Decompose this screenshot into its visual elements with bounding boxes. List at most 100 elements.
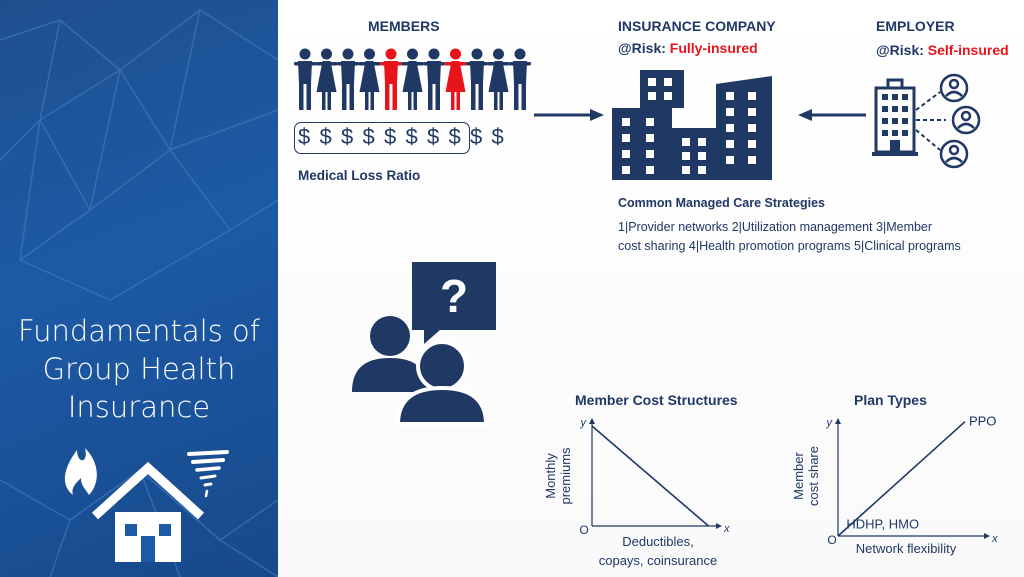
building-window <box>682 138 690 146</box>
chart2-annotation-hdhp-hmo: HDHP, HMO <box>846 516 919 531</box>
employer-connectors <box>915 91 946 151</box>
member-person-icon <box>487 48 510 110</box>
chart2-plan-types: y x O PPO HDHP, HMO Member cost share Ne… <box>791 414 998 556</box>
building-window <box>726 92 734 100</box>
dollar-symbol: $ <box>384 124 397 149</box>
people-icon <box>352 316 489 426</box>
chart1-x-arrow <box>716 523 722 529</box>
dollar-symbol: $ <box>362 124 375 149</box>
chart1-xlabel-line-1: Deductibles, <box>622 534 694 549</box>
building-window <box>664 78 672 86</box>
chart1-ylabel-line-1: Monthly <box>543 453 558 499</box>
building-window <box>622 134 630 142</box>
member-person-icon <box>423 48 445 110</box>
chart2-ylabel-line-2: cost share <box>806 446 821 506</box>
dollar-symbol: $ <box>491 124 504 149</box>
chart2-y-letter: y <box>826 417 834 429</box>
medical-loss-ratio-label: Medical Loss Ratio <box>298 168 421 183</box>
tornado-icon <box>187 450 229 498</box>
chart2-y-arrow <box>835 418 841 424</box>
building-window <box>646 150 654 158</box>
chart1-y-letter: y <box>580 417 588 429</box>
employer-risk-value: Self-insured <box>927 42 1009 58</box>
building-window <box>726 124 734 132</box>
building-window <box>698 152 706 160</box>
building-window <box>748 140 756 148</box>
building-window <box>698 138 706 146</box>
dollar-symbol: $ <box>319 124 332 149</box>
strategies-line-2: cost sharing 4|Health promotion programs… <box>618 239 961 253</box>
insurer-risk-value: Fully-insured <box>669 40 758 56</box>
building-window <box>664 92 672 100</box>
sidebar-title-line-2: Group Health <box>42 352 236 386</box>
building-window <box>748 124 756 132</box>
building-window <box>748 92 756 100</box>
member-person-icon <box>401 48 424 110</box>
house-hazards-illustration <box>64 448 229 562</box>
member-person-icon <box>380 48 402 110</box>
sidebar-title: Fundamentals of Group Health Insurance <box>0 312 278 426</box>
member-person-icon <box>337 48 359 110</box>
member-person-icon <box>294 48 316 110</box>
employer-risk-prefix: @Risk: <box>876 42 924 58</box>
office-buildings-icon <box>612 70 772 180</box>
building-window <box>726 108 734 116</box>
dollar-row: $$$$$$$$$$ <box>294 122 544 156</box>
question-mark: ? <box>440 270 468 322</box>
sidebar: Fundamentals of Group Health Insurance <box>0 0 278 577</box>
chart1-origin: O <box>579 523 588 537</box>
member-person-icon <box>509 48 531 110</box>
member-person-icon <box>466 48 488 110</box>
chart2-origin: O <box>827 533 836 547</box>
chart2-series-line <box>837 421 966 537</box>
building-window <box>748 108 756 116</box>
member-person-icon <box>444 48 467 110</box>
question-people-illustration: ? <box>352 262 496 426</box>
building-window <box>682 166 690 174</box>
dollar-symbol: $ <box>427 124 440 149</box>
member-person-icon <box>358 48 381 110</box>
members-title: MEMBERS <box>368 18 440 34</box>
building-window <box>622 166 630 174</box>
strategies-list: 1|Provider networks 2|Utilization manage… <box>618 218 1018 256</box>
chart1-title: Member Cost Structures <box>575 392 738 408</box>
members-figures <box>294 48 531 110</box>
employer-title: EMPLOYER <box>876 18 955 34</box>
employer-network-icon <box>872 73 981 169</box>
dollar-symbol: $ <box>405 124 418 149</box>
employee-person-icon <box>939 73 981 169</box>
employer-risk: @Risk: Self-insured <box>876 42 1009 58</box>
insurance-company-title: INSURANCE COMPANY <box>618 18 776 34</box>
chart1-series-line <box>591 425 710 527</box>
chart1-y-arrow <box>589 418 595 424</box>
chart2-ylabel-line-1: Member <box>791 451 806 499</box>
chart2-annotation-ppo: PPO <box>969 414 996 429</box>
chart2-title: Plan Types <box>854 392 927 408</box>
question-bubble-icon: ? <box>412 262 496 344</box>
building-window <box>726 140 734 148</box>
sidebar-title-line-1: Fundamentals of <box>18 314 260 348</box>
sidebar-title-line-3: Insurance <box>67 390 211 424</box>
chart1-ylabel-line-2: premiums <box>558 447 573 505</box>
chart2-x-letter: x <box>991 533 998 545</box>
building-window <box>622 150 630 158</box>
insurer-risk: @Risk: Fully-insured <box>618 40 758 56</box>
house-icon <box>91 461 205 562</box>
insurer-risk-prefix: @Risk: <box>618 40 666 56</box>
building-window <box>648 92 656 100</box>
dollar-symbol: $ <box>448 124 461 149</box>
chart2-xlabel: Network flexibility <box>856 541 957 556</box>
building-window <box>682 152 690 160</box>
building-window <box>646 166 654 174</box>
chart1-xlabel-line-2: copays, coinsurance <box>599 553 718 568</box>
dollar-symbol: $ <box>341 124 354 149</box>
employer-building-icon <box>872 78 918 156</box>
building-window <box>648 78 656 86</box>
chart1-member-cost-structures: y x O Monthly premiums Deductibles, copa… <box>543 417 730 568</box>
chart1-x-letter: x <box>723 523 730 535</box>
chart2-x-arrow <box>984 533 990 539</box>
building-window <box>646 118 654 126</box>
member-person-icon <box>315 48 338 110</box>
fire-icon <box>64 448 97 495</box>
building-window <box>646 134 654 142</box>
